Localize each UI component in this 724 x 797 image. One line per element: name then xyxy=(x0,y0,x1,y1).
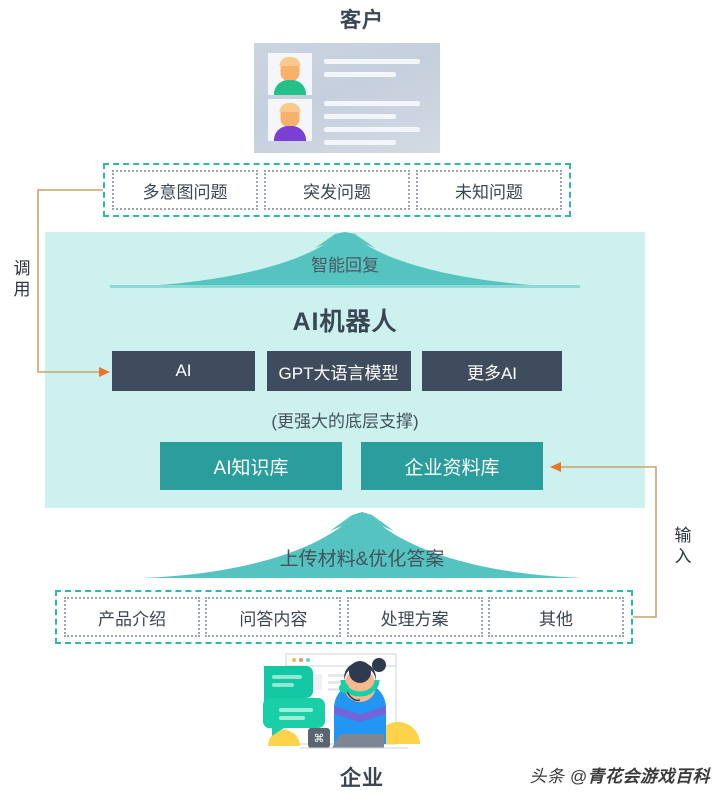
watermark-brand: 青花会游戏百科 xyxy=(587,767,710,786)
material-chip-qa-content[interactable]: 问答内容 xyxy=(205,597,342,637)
enterprise-illustration: ⌘ xyxy=(248,650,440,755)
customer-avatar-2 xyxy=(268,99,312,141)
knowledge-base-ai[interactable]: AI知识库 xyxy=(160,442,342,490)
placeholder-line xyxy=(324,127,420,132)
input-label-char-2: 入 xyxy=(674,547,692,567)
chip-label: 未知问题 xyxy=(455,182,523,202)
upload-materials-label: 上传材料&优化答案 xyxy=(279,549,445,570)
ai-robot-panel: 智能回复 AI机器人 AI GPT大语言模型 更多AI (更强大的底层支撑) A… xyxy=(45,232,645,508)
chip-label: 多意图问题 xyxy=(142,182,228,202)
model-label: AI xyxy=(175,361,192,380)
ai-robot-title: AI机器人 xyxy=(292,308,398,336)
avatar-body-icon xyxy=(274,80,306,95)
upload-arrow-icon xyxy=(142,512,582,578)
kb-label: AI知识库 xyxy=(213,457,289,479)
chip-label: 突发问题 xyxy=(303,182,371,202)
chip-label: 其他 xyxy=(538,609,573,629)
model-label: GPT大语言模型 xyxy=(278,363,399,383)
model-box-more-ai[interactable]: 更多AI xyxy=(422,351,562,391)
avatar-body-icon xyxy=(274,126,306,141)
smart-reply-label: 智能回复 xyxy=(311,256,379,275)
chip-label: 产品介绍 xyxy=(98,609,166,629)
placeholder-line xyxy=(324,114,396,119)
material-chip-solutions[interactable]: 处理方案 xyxy=(346,597,483,637)
avatar-hair-icon xyxy=(279,103,301,112)
placeholder-line xyxy=(324,140,396,145)
customer-illustration xyxy=(254,43,440,153)
smart-reply-arrow-icon xyxy=(110,232,580,288)
enterprise-section-title: 企业 xyxy=(340,767,384,790)
model-box-ai[interactable]: AI xyxy=(112,351,255,391)
customer-section-title: 客户 xyxy=(340,9,384,32)
question-chip-multi-intent[interactable]: 多意图问题 xyxy=(112,170,258,210)
material-chip-other[interactable]: 其他 xyxy=(487,597,624,637)
question-chip-sudden[interactable]: 突发问题 xyxy=(264,170,410,210)
support-note: (更强大的底层支撑) xyxy=(271,412,419,431)
chip-label: 问答内容 xyxy=(239,609,308,629)
watermark-prefix: 头条 @ xyxy=(529,767,588,786)
question-chip-unknown[interactable]: 未知问题 xyxy=(416,170,562,210)
ai-model-row: AI GPT大语言模型 更多AI xyxy=(112,351,562,391)
avatar-hair-icon xyxy=(279,57,301,66)
call-label-char-1: 调 xyxy=(13,259,31,278)
input-label-char-1: 输 xyxy=(674,526,692,545)
knowledge-base-row: AI知识库 企业资料库 xyxy=(160,442,543,490)
customer-avatar-1 xyxy=(268,53,312,95)
knowledge-base-enterprise[interactable]: 企业资料库 xyxy=(361,442,543,490)
enterprise-materials-group: 产品介绍 问答内容 处理方案 其他 xyxy=(55,590,633,644)
model-label: 更多AI xyxy=(466,363,518,383)
customer-questions-group: 多意图问题 突发问题 未知问题 xyxy=(103,163,571,217)
kb-label: 企业资料库 xyxy=(404,457,500,479)
watermark: 头条 @青花会游戏百科 xyxy=(530,762,710,787)
call-flow-label: 调 用 xyxy=(12,258,32,301)
material-chip-product-intro[interactable]: 产品介绍 xyxy=(64,597,200,637)
chip-label: 处理方案 xyxy=(380,609,449,629)
model-box-gpt[interactable]: GPT大语言模型 xyxy=(266,351,411,391)
call-label-char-2: 用 xyxy=(13,280,31,300)
placeholder-line xyxy=(324,101,420,106)
input-flow-label: 输 入 xyxy=(673,525,693,568)
svg-text:⌘: ⌘ xyxy=(314,732,325,745)
placeholder-line xyxy=(324,72,396,77)
placeholder-line xyxy=(324,59,420,64)
